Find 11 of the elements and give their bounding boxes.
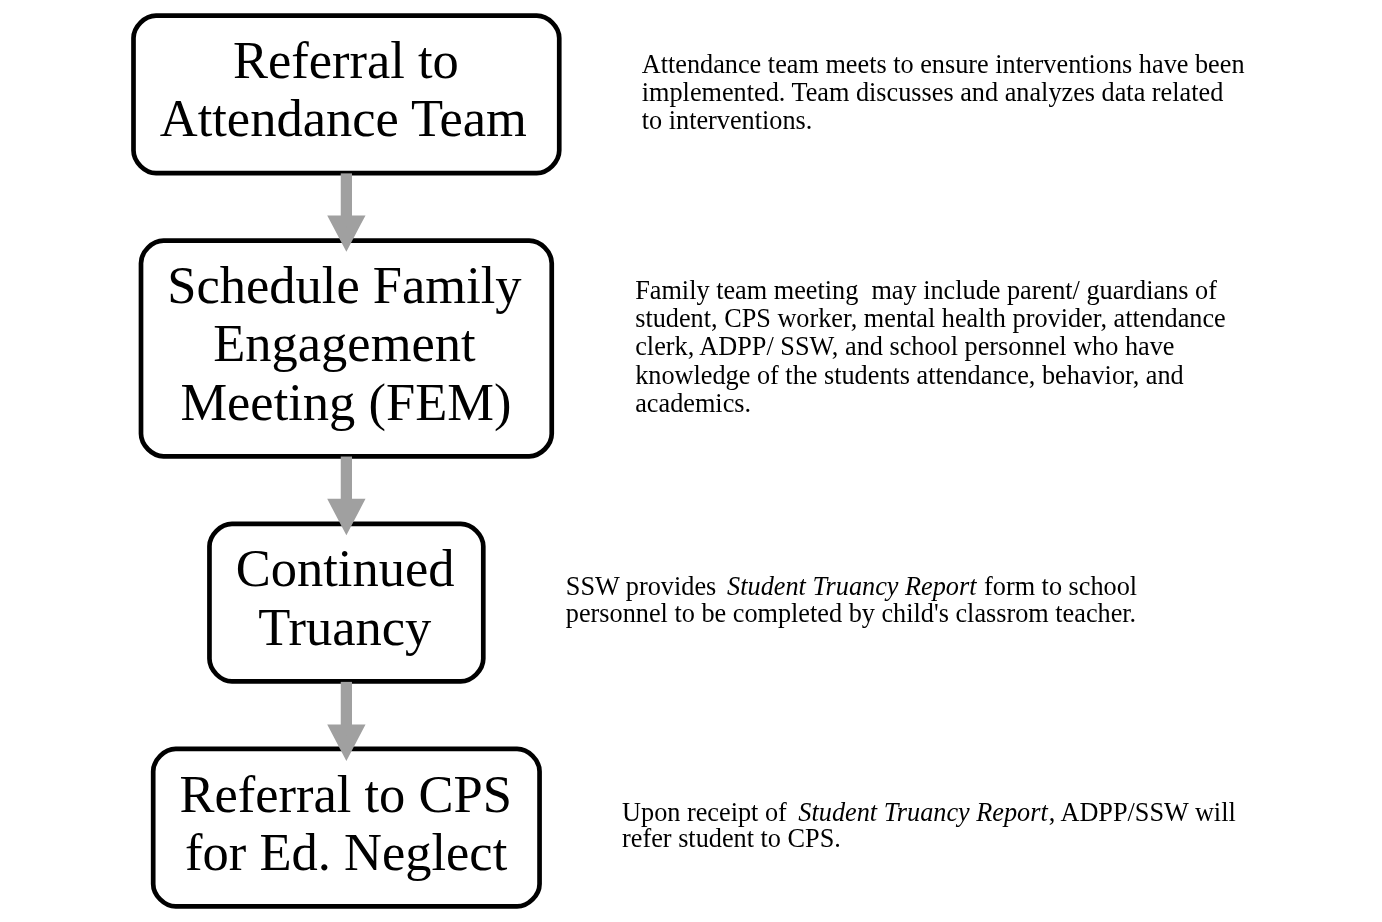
node-box: Referral to CPS for Ed. Neglect	[150, 746, 542, 909]
node-box: Continued Truancy	[207, 521, 486, 684]
arrow	[327, 456, 366, 536]
arrow	[327, 173, 366, 252]
node-label: Upon receipt of Student Truancy Report, ADPP/SSW will refer student to CPS.	[622, 797, 1236, 853]
node-label: SSW provides Student Truancy Report form to school personnel to be completed by child's classrom teacher.	[565, 572, 1138, 628]
node-label: Family team meeting may include parent/ guardians of student, CPS worker, mental health provider, attendance clerk, ADPP/ SSW, and school personnel who have knowledge of the students attendance, behavior, and academics.	[635, 276, 1226, 418]
node-box: Schedule Family Engagement Meeting (FEM)	[138, 238, 555, 459]
arrow	[327, 681, 366, 761]
node-label: Attendance team meets to ensure interventions have been implemented. Team discusses and analyzes data related to interventions.	[641, 50, 1245, 136]
node-box: Referral to Attendance Team	[131, 13, 562, 176]
